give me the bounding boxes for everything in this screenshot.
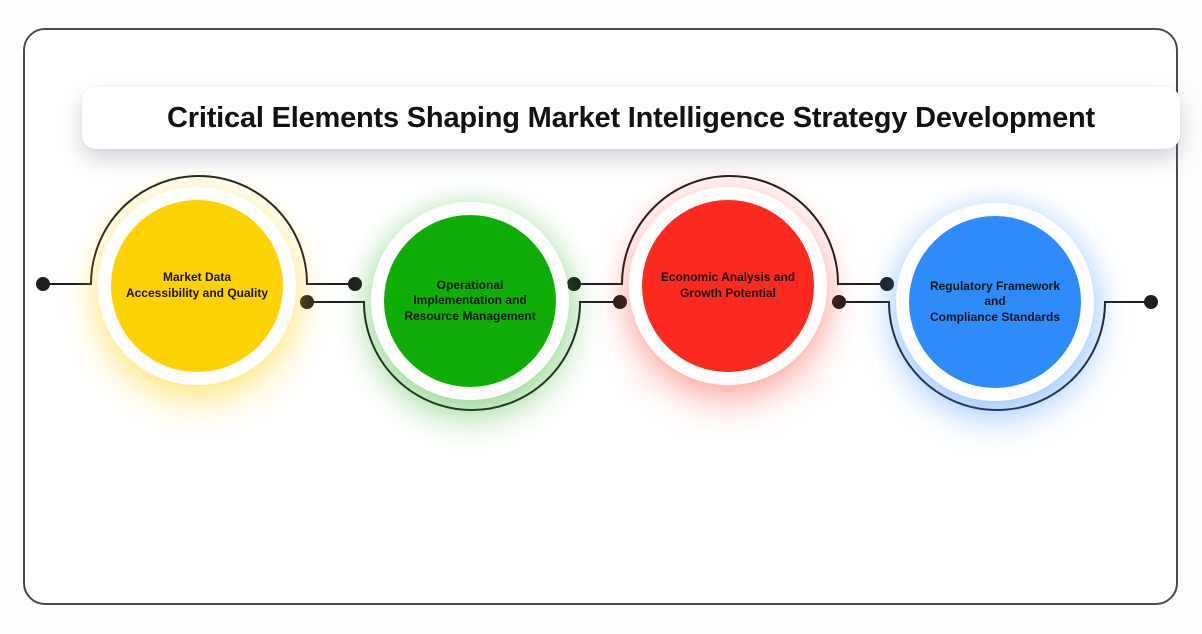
connector-dot — [36, 277, 50, 291]
connector-dot — [1144, 295, 1158, 309]
title-banner: Critical Elements Shaping Market Intelli… — [82, 87, 1180, 149]
connector-dot — [348, 277, 362, 291]
connector-arc-1 — [43, 175, 355, 285]
node-circle: Operational Implementation and Resource … — [384, 215, 556, 387]
connector-arc-4 — [839, 301, 1151, 411]
connector-dot — [567, 277, 581, 291]
node-label: Operational Implementation and Resource … — [404, 277, 536, 323]
connector-arc-3 — [574, 175, 887, 285]
node-label: Market Data Accessibility and Quality — [125, 270, 269, 300]
node-circle: Economic Analysis and Growth Potential — [642, 200, 814, 372]
node-market-data: Market Data Accessibility and Quality — [98, 187, 296, 385]
node-circle: Market Data Accessibility and Quality — [111, 200, 283, 372]
node-economic-analysis: Economic Analysis and Growth Potential — [629, 187, 827, 385]
node-label: Regulatory Framework and Compliance Stan… — [929, 278, 1061, 324]
node-circle: Regulatory Framework and Compliance Stan… — [909, 216, 1081, 388]
node-regulatory-framework: Regulatory Framework and Compliance Stan… — [896, 203, 1094, 401]
connector-dot — [880, 277, 894, 291]
node-operational-implementation: Operational Implementation and Resource … — [371, 202, 569, 400]
connector-dot — [613, 295, 627, 309]
connector-dot — [300, 295, 314, 309]
page-title: Critical Elements Shaping Market Intelli… — [167, 101, 1095, 134]
node-label: Economic Analysis and Growth Potential — [660, 270, 796, 300]
connector-dot — [832, 295, 846, 309]
connector-arc-2 — [307, 301, 620, 411]
